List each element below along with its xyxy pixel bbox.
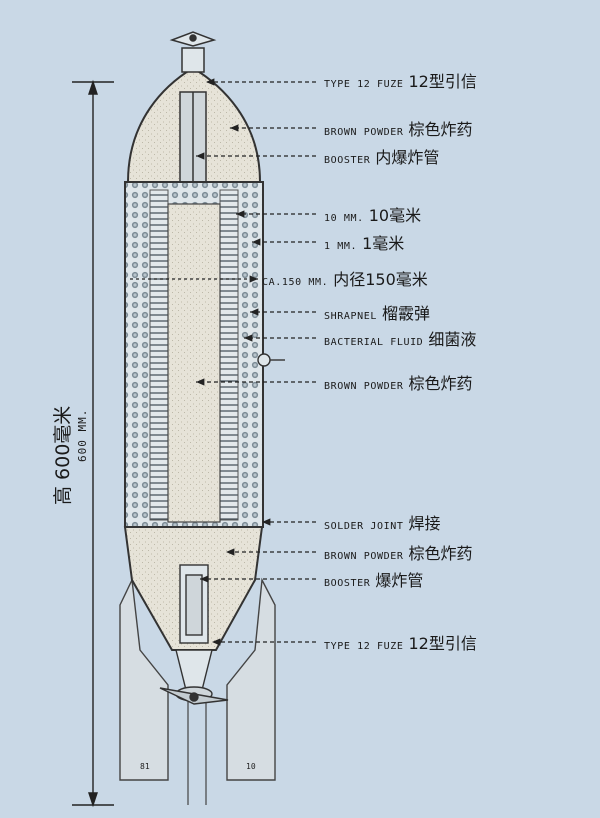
label-en: BACTERIAL FLUID bbox=[324, 337, 424, 348]
label-en: TYPE 12 FUZE bbox=[324, 641, 404, 652]
label-zh: 棕色炸药 bbox=[408, 374, 473, 393]
label-ca150mm: CA.150 MM. 内径150毫米 bbox=[262, 266, 428, 290]
label-booster-bottom: BOOSTER 爆炸管 bbox=[324, 567, 423, 591]
label-en: 10 MM. bbox=[324, 213, 364, 224]
label-en: SOLDER JOINT bbox=[324, 521, 404, 532]
label-bacterial-fluid: BACTERIAL FLUID 细菌液 bbox=[324, 326, 476, 350]
label-brown-powder-mid: BROWN POWDER 棕色炸药 bbox=[324, 370, 472, 394]
label-solder-joint: SOLDER JOINT 焊接 bbox=[324, 510, 440, 534]
height-label-zh: 高 600毫米 bbox=[52, 405, 74, 505]
label-zh: 内爆炸管 bbox=[375, 148, 440, 167]
label-en: SHRAPNEL bbox=[324, 311, 377, 322]
label-en: 1 MM. bbox=[324, 241, 358, 252]
label-en: BROWN POWDER bbox=[324, 381, 404, 392]
label-zh: 12型引信 bbox=[408, 72, 477, 91]
label-type-12-fuze-bottom: TYPE 12 FUZE 12型引信 bbox=[324, 630, 477, 654]
label-type-12-fuze-top: TYPE 12 FUZE 12型引信 bbox=[324, 68, 477, 92]
label-en: BOOSTER bbox=[324, 155, 371, 166]
label-en: BROWN POWDER bbox=[324, 551, 404, 562]
label-zh: 棕色炸药 bbox=[408, 120, 473, 139]
label-shrapnel: SHRAPNEL 榴霰弹 bbox=[324, 300, 430, 324]
label-en: BOOSTER bbox=[324, 578, 371, 589]
fin-number-left: 81 bbox=[140, 762, 150, 771]
label-en: BROWN POWDER bbox=[324, 127, 404, 138]
label-zh: 内径150毫米 bbox=[333, 270, 428, 289]
label-zh: 细菌液 bbox=[428, 330, 477, 349]
label-zh: 10毫米 bbox=[368, 206, 422, 225]
label-zh: 榴霰弹 bbox=[381, 304, 430, 323]
tail-fins bbox=[119, 577, 276, 805]
label-zh: 棕色炸药 bbox=[408, 544, 473, 563]
label-zh: 焊接 bbox=[408, 514, 441, 533]
lower-fuze bbox=[159, 564, 229, 705]
label-brown-powder-bottom: BROWN POWDER 棕色炸药 bbox=[324, 540, 472, 564]
label-booster-top: BOOSTER 内爆炸管 bbox=[324, 144, 439, 168]
top-fuze bbox=[169, 31, 217, 205]
label-zh: 爆炸管 bbox=[375, 571, 424, 590]
label-10mm: 10 MM. 10毫米 bbox=[324, 202, 421, 226]
label-en: TYPE 12 FUZE bbox=[324, 79, 404, 90]
label-en: CA.150 MM. bbox=[262, 277, 329, 288]
label-1mm: 1 MM. 1毫米 bbox=[324, 230, 404, 254]
label-zh: 12型引信 bbox=[408, 634, 477, 653]
label-brown-powder-top: BROWN POWDER 棕色炸药 bbox=[324, 116, 472, 140]
label-zh: 1毫米 bbox=[362, 234, 405, 253]
height-label-en: 600 MM. bbox=[76, 408, 89, 462]
fin-number-right: 10 bbox=[246, 762, 256, 771]
powder-column bbox=[167, 203, 221, 523]
height-dimension bbox=[72, 79, 114, 808]
filler-plug bbox=[257, 353, 285, 367]
leader-lines bbox=[196, 78, 316, 646]
